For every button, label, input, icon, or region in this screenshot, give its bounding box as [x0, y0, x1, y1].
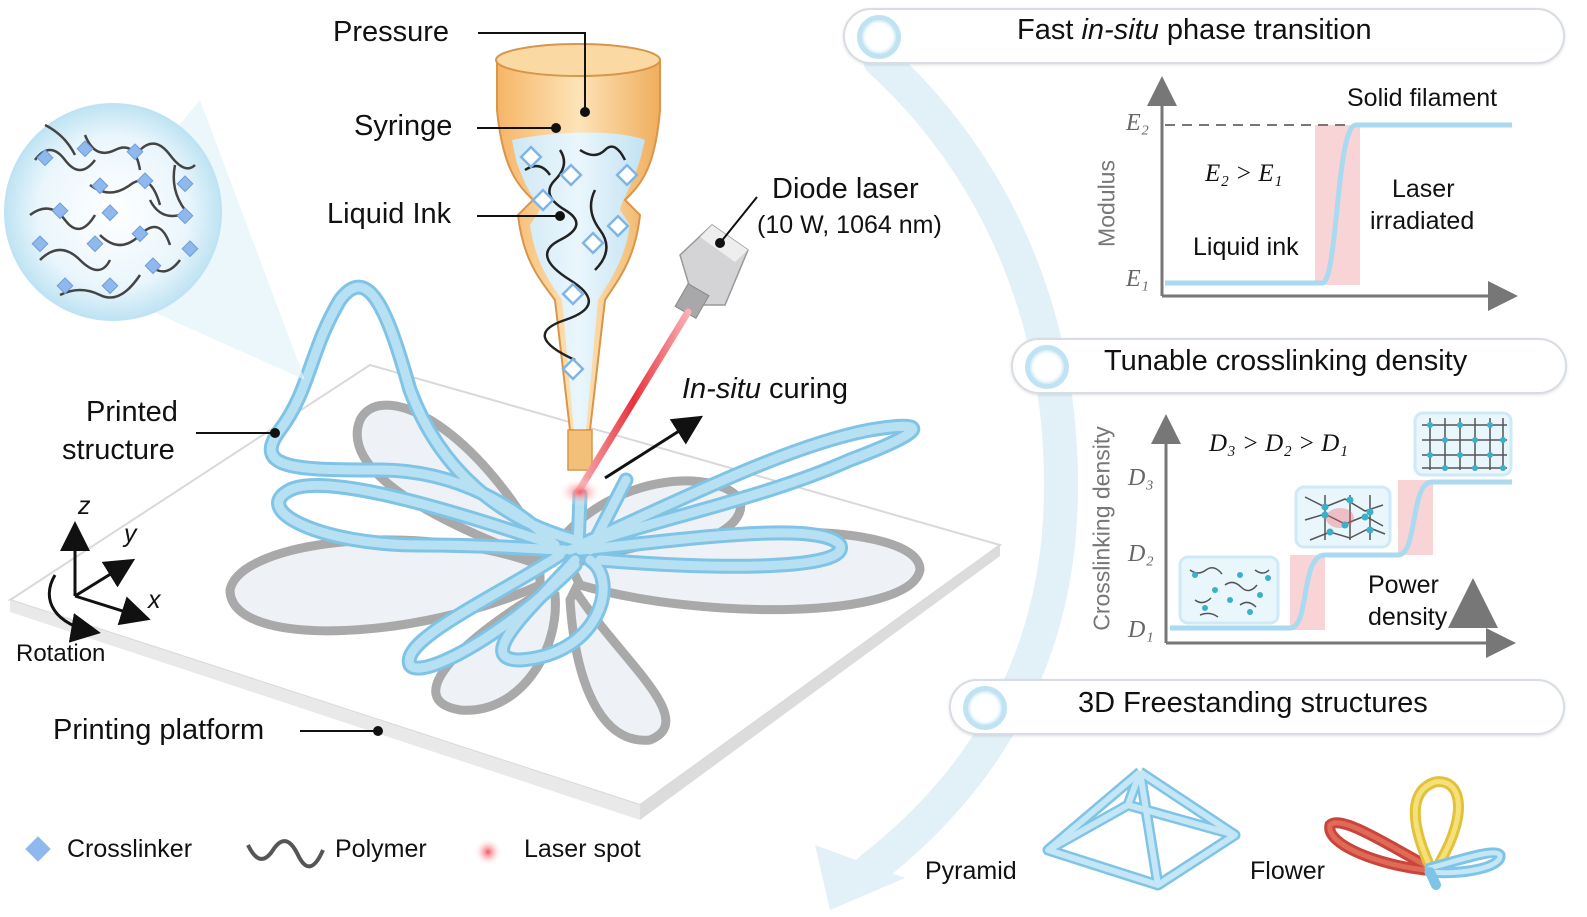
panel2-title: Tunable crosslinking density — [1104, 345, 1468, 377]
panel1-title: Fast in-situ phase transition — [1017, 14, 1372, 47]
panel1-tick-e1: E₁ — [1126, 266, 1150, 292]
in-situ-text: In-situ — [682, 373, 761, 405]
laser-spot-glow — [558, 478, 602, 506]
panel1-header — [843, 8, 1565, 64]
panel1-ylabel: Modulus — [1093, 160, 1120, 247]
panel2-density: density — [1368, 603, 1448, 631]
xyz-axes — [47, 521, 151, 643]
printed-filament-structure — [263, 279, 921, 676]
panel2-header — [1011, 338, 1567, 394]
label-pressure: Pressure — [333, 16, 450, 48]
axis-x-label: x — [148, 586, 161, 614]
legend-crosslinker: Crosslinker — [67, 835, 193, 863]
legend-polymer: Polymer — [335, 835, 427, 863]
panel2-tick-d1: D₁ — [1128, 617, 1154, 643]
panel1-title-c: phase transition — [1158, 14, 1372, 46]
axis-z-label: z — [78, 492, 91, 520]
panel1-ring-icon — [857, 15, 901, 59]
panel2-tick-d2: D₂ — [1128, 541, 1154, 567]
panel2-tick-d3: D₃ — [1128, 465, 1154, 491]
axis-y-label: y — [124, 520, 137, 548]
panel1-title-a: Fast — [1017, 14, 1082, 46]
panel1-irradiated: irradiated — [1370, 207, 1475, 235]
panel1-chart — [1147, 76, 1518, 311]
panel3-flower-label: Flower — [1250, 857, 1326, 885]
panel2-ring-icon — [1025, 345, 1069, 389]
pyramid-structure — [1042, 767, 1241, 891]
label-syringe: Syringe — [354, 110, 453, 142]
flower-structure — [1324, 776, 1506, 890]
label-diode-laser: Diode laser — [772, 173, 919, 205]
label-rotation: Rotation — [16, 640, 106, 667]
panel3-title: 3D Freestanding structures — [1078, 687, 1428, 719]
panel1-title-b: in-situ — [1081, 14, 1159, 46]
panel1-solid-filament: Solid filament — [1347, 84, 1498, 112]
panel2-power: Power — [1368, 571, 1439, 599]
label-structure: structure — [62, 434, 175, 466]
panel1-laser: Laser — [1392, 175, 1455, 203]
panel1-tick-e2: E₂ — [1126, 110, 1150, 136]
panel2-chart — [1151, 411, 1516, 658]
flow-arc-arrow — [853, 43, 1078, 887]
flow-arc-arrowhead — [815, 845, 905, 910]
label-printed: Printed — [86, 396, 178, 428]
panel2-order: D₃ > D₂ > D₁ — [1209, 430, 1348, 457]
curing-arrow — [604, 415, 704, 480]
panel1-liquid-ink: Liquid ink — [1193, 233, 1299, 261]
label-in-situ-curing: In-situ curing — [682, 373, 848, 406]
curing-text: curing — [760, 373, 849, 405]
legend-icons — [25, 836, 502, 869]
panel3-ring-icon — [963, 686, 1007, 730]
syringe-nozzle — [495, 43, 661, 471]
laser-head — [674, 224, 749, 319]
leader-dots — [270, 107, 725, 736]
label-liquid-ink: Liquid Ink — [327, 198, 452, 230]
panel3-pyramid-label: Pyramid — [925, 857, 1017, 885]
panel3-header — [949, 679, 1565, 735]
panel2-ylabel: Crosslinking density — [1088, 426, 1115, 631]
label-printing-platform: Printing platform — [53, 714, 265, 746]
leader-lines — [196, 32, 758, 732]
label-laser-spec: (10 W, 1064 nm) — [757, 211, 942, 239]
laser-beam — [574, 308, 692, 496]
panel1-e2-gt-e1: E₂ > E₁ — [1205, 160, 1283, 187]
legend-laser-spot: Laser spot — [524, 835, 641, 863]
network-bubble — [4, 103, 222, 321]
